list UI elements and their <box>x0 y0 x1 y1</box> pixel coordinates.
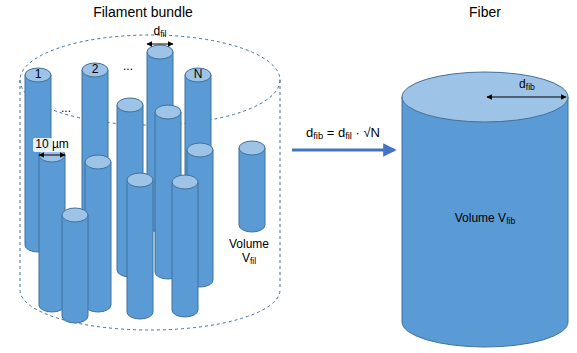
callout-number: N <box>194 68 203 82</box>
filament-body <box>85 162 111 312</box>
filament-body <box>62 215 88 323</box>
text-run: · √N <box>352 125 380 140</box>
text-run: N <box>194 67 203 81</box>
filament-top <box>239 141 265 155</box>
filament-top <box>117 98 143 112</box>
filament-top <box>172 175 198 189</box>
dimension-line <box>147 44 173 45</box>
dimension-line <box>487 97 566 98</box>
text-run: Volume V <box>455 211 506 225</box>
text-run: ... <box>61 101 71 115</box>
volume-label: Volume Vfib <box>455 212 515 227</box>
filament-top <box>147 45 173 59</box>
formula-label: dfib = dfil · √N <box>306 126 380 142</box>
filament-group <box>25 45 265 323</box>
filament-top <box>25 68 51 82</box>
filament-body <box>127 180 153 319</box>
subscript: fil <box>250 256 256 266</box>
filament-body <box>172 182 198 317</box>
figure-title: Fiber <box>469 4 501 20</box>
bundle-outline-side <box>20 80 21 290</box>
text-run: Filament bundle <box>93 4 193 20</box>
text-run: Volume V <box>229 237 269 265</box>
filament-top <box>185 68 211 82</box>
dimension-label: dfib <box>519 78 535 93</box>
dimension-label: dfil <box>154 25 167 40</box>
volume-label: Volume Vfil <box>222 238 276 267</box>
filament <box>39 148 65 312</box>
filament <box>127 173 153 319</box>
subscript: fib <box>313 131 323 141</box>
fiber: FiberVolume Vfib <box>398 0 573 353</box>
filament-bundle: Filament bundleVolume Vfil <box>18 0 290 353</box>
filament-body <box>39 155 65 312</box>
text-run: ... <box>123 59 133 73</box>
text-run: d <box>306 125 313 140</box>
filament-top <box>82 63 108 77</box>
callout-number: 2 <box>92 63 99 77</box>
filament-top <box>187 143 213 157</box>
ellipsis: ... <box>61 102 71 116</box>
figure-title: Filament bundle <box>93 4 193 20</box>
subscript: fib <box>506 216 515 226</box>
text-run: d <box>154 24 161 38</box>
filament-top <box>155 105 181 119</box>
fiber-body <box>402 97 568 347</box>
text-run: 2 <box>92 62 99 76</box>
filament <box>172 175 198 317</box>
filament <box>239 141 265 232</box>
dimension-label: 10 µm <box>33 138 71 152</box>
filament-top <box>85 155 111 169</box>
bundle-outline-side <box>280 80 281 290</box>
text-run: 10 µm <box>35 137 69 151</box>
filament <box>62 208 88 323</box>
filament-top <box>127 173 153 187</box>
bundle-outline <box>20 35 280 330</box>
text-run: = d <box>323 125 345 140</box>
text-run: Fiber <box>469 4 501 20</box>
filament-top <box>62 208 88 222</box>
filament <box>85 155 111 312</box>
filament-body <box>239 148 265 232</box>
ellipsis: ... <box>123 60 133 74</box>
callout-number: 1 <box>35 68 42 82</box>
fiber-top <box>402 72 568 122</box>
text-run: d <box>519 77 526 91</box>
fiber-cylinder <box>402 72 568 347</box>
subscript: fil <box>345 131 352 141</box>
transform-arrow <box>292 149 394 152</box>
dimension-line <box>39 155 65 156</box>
subscript: fib <box>526 82 535 92</box>
subscript: fil <box>160 29 166 39</box>
text-run: 1 <box>35 67 42 81</box>
